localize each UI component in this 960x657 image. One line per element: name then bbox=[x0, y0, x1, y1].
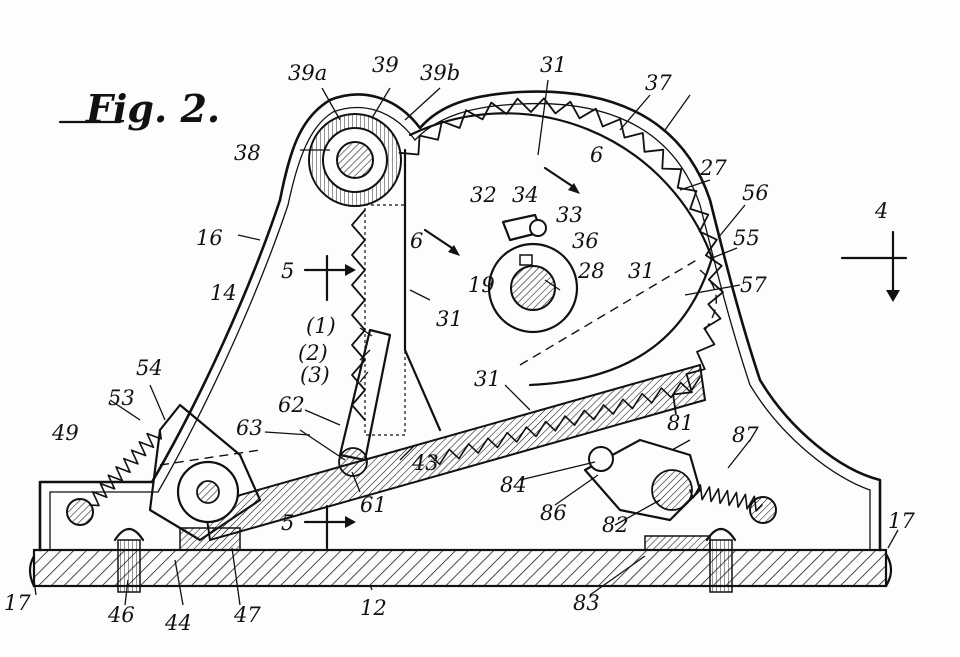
ref-label-53: 53 bbox=[108, 386, 135, 410]
ref-label-pos2: (2) bbox=[298, 341, 328, 365]
ref-label-49: 49 bbox=[51, 421, 79, 445]
section-arrow-4 bbox=[840, 230, 908, 302]
ref-label-31-top: 31 bbox=[540, 53, 567, 77]
figure-title: Fig. 2. bbox=[85, 86, 220, 131]
ref-label-44: 44 bbox=[164, 611, 192, 635]
leader-lines bbox=[33, 79, 899, 606]
ref-label-57: 57 bbox=[740, 273, 767, 297]
gear-hub bbox=[487, 242, 579, 334]
ref-label-6-b: 6 bbox=[410, 229, 423, 253]
dashed-arc bbox=[699, 269, 718, 331]
housing-casing bbox=[38, 90, 882, 552]
switch-arm bbox=[299, 328, 392, 477]
ref-label-31-right: 31 bbox=[628, 259, 655, 283]
ref-label-17-left: 17 bbox=[4, 591, 31, 615]
screw-right bbox=[705, 527, 737, 593]
ref-label-19: 19 bbox=[468, 273, 495, 297]
ref-label-31-low: 31 bbox=[474, 367, 501, 391]
ref-label-31-mid: 31 bbox=[436, 307, 463, 331]
ref-label-34: 34 bbox=[512, 183, 539, 207]
vertical-rack bbox=[351, 204, 406, 436]
ref-label-63: 63 bbox=[236, 416, 263, 440]
ref-label-62: 62 bbox=[278, 393, 305, 417]
right-lever bbox=[583, 438, 702, 522]
base-end-right bbox=[884, 552, 893, 588]
ref-label-6-a: 6 bbox=[590, 143, 603, 167]
section-arrow-5-top bbox=[303, 254, 356, 302]
ref-label-39b: 39b bbox=[420, 61, 460, 85]
diagonal-rack-bar bbox=[203, 363, 707, 542]
ref-label-5-top: 5 bbox=[281, 259, 294, 283]
dashed-link bbox=[159, 449, 261, 466]
ref-label-12: 12 bbox=[360, 596, 387, 620]
ref-label-43: 43 bbox=[411, 451, 439, 475]
pinion-gear bbox=[308, 113, 402, 207]
ref-label-33: 33 bbox=[556, 203, 583, 227]
boss-83 bbox=[644, 535, 711, 551]
ref-label-32: 32 bbox=[470, 183, 497, 207]
pivot-bolt-right bbox=[749, 496, 777, 524]
sector-gear bbox=[398, 97, 724, 432]
ref-label-61: 61 bbox=[360, 493, 387, 517]
base-end-left bbox=[28, 554, 36, 588]
ref-label-37: 37 bbox=[645, 71, 672, 95]
ref-label-55: 55 bbox=[733, 226, 760, 250]
ref-label-46: 46 bbox=[107, 603, 135, 627]
lever-arm bbox=[148, 403, 262, 542]
section-arrow-6-a bbox=[543, 166, 580, 194]
ref-label-27: 27 bbox=[699, 156, 727, 180]
ref-label-4: 4 bbox=[874, 199, 888, 223]
ref-label-pos1: (1) bbox=[306, 314, 336, 338]
ref-label-86: 86 bbox=[540, 501, 567, 525]
section-arrow-5-bottom bbox=[303, 504, 356, 550]
ref-label-5-bottom: 5 bbox=[281, 511, 294, 535]
ref-label-16: 16 bbox=[196, 226, 223, 250]
ref-label-54: 54 bbox=[136, 356, 163, 380]
ref-label-84: 84 bbox=[500, 473, 527, 497]
ref-label-14: 14 bbox=[210, 281, 237, 305]
base-plate bbox=[32, 548, 888, 588]
ref-label-39: 39 bbox=[372, 53, 399, 77]
pivot-bolt-left bbox=[66, 498, 94, 526]
ref-label-38: 38 bbox=[234, 141, 261, 165]
ref-label-pos3: (3) bbox=[300, 363, 330, 387]
spring-left bbox=[89, 429, 162, 507]
ref-label-47: 47 bbox=[233, 603, 261, 627]
screw-left bbox=[113, 527, 145, 593]
spring-right bbox=[689, 484, 763, 512]
section-arrow-6-b bbox=[423, 228, 460, 256]
pin-assembly bbox=[501, 213, 547, 242]
ref-label-81: 81 bbox=[667, 411, 694, 435]
ref-label-39a: 39a bbox=[288, 61, 327, 85]
ref-label-36: 36 bbox=[572, 229, 599, 253]
dashed-travel-path bbox=[519, 257, 701, 366]
boss-44 bbox=[179, 527, 241, 551]
ref-label-17-right: 17 bbox=[888, 509, 915, 533]
ref-label-56: 56 bbox=[742, 181, 769, 205]
ref-label-87: 87 bbox=[732, 423, 759, 447]
ref-label-28: 28 bbox=[577, 259, 605, 283]
ref-label-83: 83 bbox=[573, 591, 600, 615]
